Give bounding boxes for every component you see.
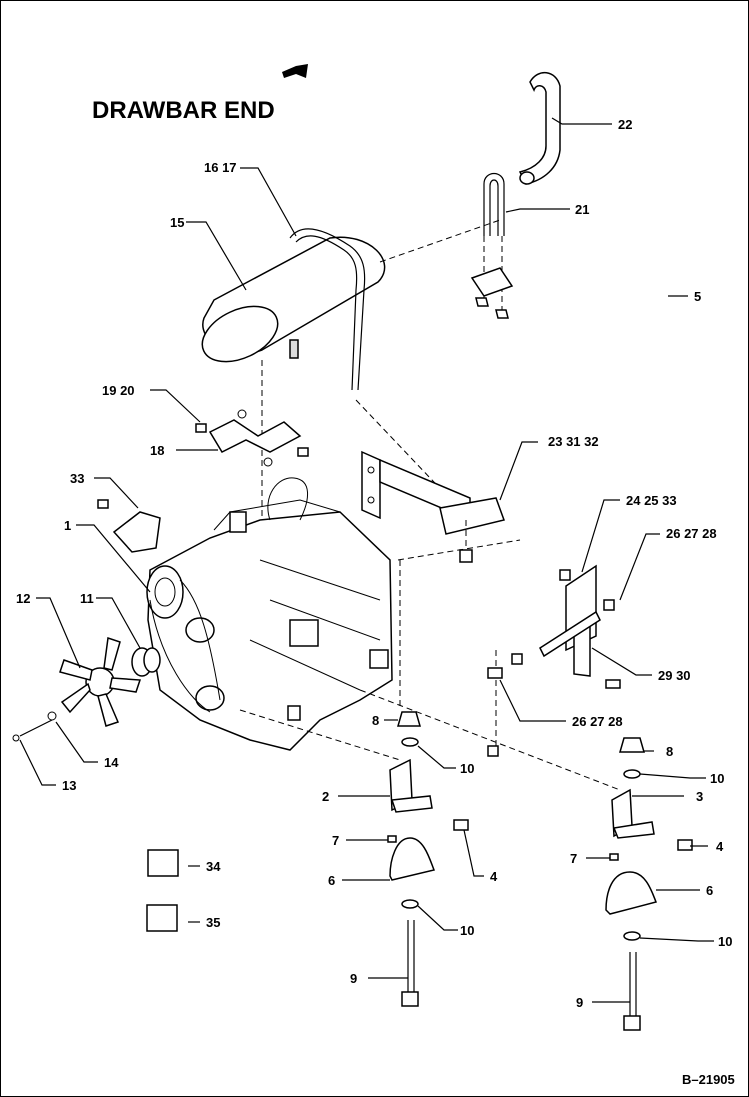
callout-8-left: 8 — [372, 713, 379, 728]
leader-lines — [19, 117, 714, 1003]
callout-2: 2 — [322, 789, 329, 804]
callout-10-right-lower: 10 — [718, 934, 732, 949]
drawing-number: B–21905 — [682, 1072, 735, 1087]
callout-22: 22 — [618, 117, 632, 132]
callout-12: 12 — [16, 591, 30, 606]
callout-7-right: 7 — [570, 851, 577, 866]
callout-13: 13 — [62, 778, 76, 793]
callout-14: 14 — [104, 755, 119, 770]
callout-8-right: 8 — [666, 744, 673, 759]
callout-33: 33 — [70, 471, 84, 486]
callout-15: 15 — [170, 215, 184, 230]
callout-4-left: 4 — [490, 869, 498, 884]
callout-10-right-upper: 10 — [710, 771, 724, 786]
fan-bolt-part — [12, 711, 57, 742]
callout-7-left: 7 — [332, 833, 339, 848]
callout-23-31-32: 23 31 32 — [548, 434, 599, 449]
callout-21: 21 — [575, 202, 589, 217]
callout-9-left: 9 — [350, 971, 357, 986]
callout-24-25-33: 24 25 33 — [626, 493, 677, 508]
fan-part — [59, 637, 142, 727]
callout-1: 1 — [64, 518, 71, 533]
callout-26-27-28-lower: 26 27 28 — [572, 714, 623, 729]
callouts: 22 21 5 16 17 15 19 20 18 23 31 32 33 1 … — [16, 117, 732, 1010]
callout-10-left-upper: 10 — [460, 761, 474, 776]
kit-box-35 — [146, 904, 178, 932]
callout-29-30: 29 30 — [658, 668, 691, 683]
callout-3: 3 — [696, 789, 703, 804]
left-mount-part — [387, 711, 469, 1007]
callout-10-left-lower: 10 — [460, 923, 474, 938]
mount-plate-part — [487, 564, 621, 757]
callout-18: 18 — [150, 443, 164, 458]
callout-16-17: 16 17 — [204, 160, 237, 175]
diagram-title: DRAWBAR END — [92, 97, 275, 124]
callout-6-left: 6 — [328, 873, 335, 888]
clamp-part — [195, 409, 309, 467]
callout-19-20: 19 20 — [102, 383, 135, 398]
callout-11: 11 — [80, 591, 94, 606]
callout-35: 35 — [206, 915, 220, 930]
support-bracket-part — [361, 450, 505, 563]
pulley-part — [131, 647, 161, 677]
right-mount-part — [605, 737, 693, 1031]
small-bracket-part — [97, 499, 161, 553]
callout-5: 5 — [694, 289, 701, 304]
callout-4-right: 4 — [716, 839, 724, 854]
direction-arrow-icon — [282, 64, 308, 78]
engine-part — [146, 477, 621, 791]
callout-26-27-28-upper: 26 27 28 — [666, 526, 717, 541]
kit-box-34 — [147, 849, 179, 877]
tailpipe-part — [518, 72, 561, 185]
callout-6-right: 6 — [706, 883, 713, 898]
muffler-part — [201, 219, 501, 540]
callout-9-right: 9 — [576, 995, 583, 1010]
u-bolt-part — [470, 172, 514, 319]
callout-34: 34 — [206, 859, 221, 874]
